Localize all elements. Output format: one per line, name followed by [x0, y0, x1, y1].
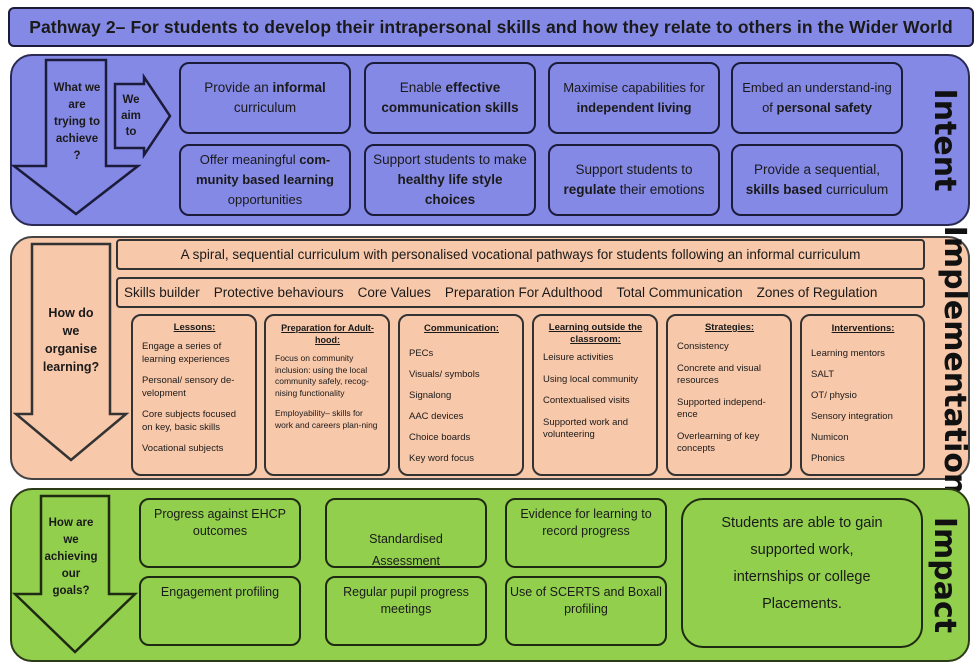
intent-arrow-question: What we are trying to achieve ?	[53, 82, 101, 162]
impact-down-arrow-icon	[11, 494, 139, 654]
column-communication: Communication: PECs Visuals/ symbols Sig…	[398, 314, 524, 476]
intent-card-personal-safety: Embed an understand-ing of personal safe…	[731, 62, 903, 134]
pillar-item: Zones of Regulation	[756, 285, 878, 300]
aim-arrow-text: We aim to	[121, 94, 141, 138]
pillar-item: Core Values	[357, 285, 431, 300]
implementation-pillars-bar: Skills builder Protective behaviours Cor…	[116, 277, 925, 308]
impact-card-scerts-boxall: Use of SCERTS and Boxall profiling	[505, 576, 667, 646]
column-learning-outside-classroom: Learning outside the classroom: Leisure …	[532, 314, 658, 476]
column-strategies: Strategies: Consistency Concrete and vis…	[666, 314, 792, 476]
impact-side-label: Impact	[927, 516, 963, 634]
impact-card-standardised-assessment: Standardised Assessment	[325, 498, 487, 568]
impact-card-evidence-for-learning: Evidence for learning to record progress	[505, 498, 667, 568]
column-preparation-for-adulthood: Preparation for Adult-hood: Focus on com…	[264, 314, 390, 476]
intent-down-arrow-icon	[10, 58, 142, 216]
impact-card-engagement-profiling: Engagement profiling	[139, 576, 301, 646]
pillar-item: Total Communication	[616, 285, 743, 300]
pillar-item: Skills builder	[124, 285, 200, 300]
pillar-item: Preparation For Adulthood	[444, 285, 603, 300]
implementation-arrow-question: How do we organise learning?	[42, 306, 100, 374]
implementation-side-label: Implementation	[937, 225, 973, 495]
intent-card-independent-living: Maximise capabilities for independent li…	[548, 62, 720, 134]
impact-arrow-question: How are we achieving our goals?	[44, 517, 98, 597]
intent-card-informal-curriculum: Provide an informal curriculum	[179, 62, 351, 134]
impact-outcome-card: Students are able to gain supported work…	[681, 498, 923, 648]
intent-card-communication: Enable effective communication skills	[364, 62, 536, 134]
column-interventions: Interventions: Learning mentors SALT OT/…	[800, 314, 925, 476]
impact-card-ehcp-progress: Progress against EHCP outcomes	[139, 498, 301, 568]
implementation-down-arrow-icon	[12, 242, 130, 462]
implementation-banner: A spiral, sequential curriculum with per…	[116, 239, 925, 270]
aim-right-arrow-icon	[113, 72, 172, 160]
pillar-item: Protective behaviours	[213, 285, 344, 300]
intent-card-healthy-lifestyle: Support students to make healthy life st…	[364, 144, 536, 216]
intent-side-label: Intent	[927, 88, 963, 192]
column-lessons: Lessons: Engage a series of learning exp…	[131, 314, 257, 476]
intent-card-community-learning: Offer meaningful com-munity based learni…	[179, 144, 351, 216]
intent-card-regulate-emotions: Support students to regulate their emoti…	[548, 144, 720, 216]
page-title: Pathway 2– For students to develop their…	[8, 7, 974, 47]
impact-card-pupil-progress-meetings: Regular pupil progress meetings	[325, 576, 487, 646]
intent-card-skills-based: Provide a sequential, skills based curri…	[731, 144, 903, 216]
